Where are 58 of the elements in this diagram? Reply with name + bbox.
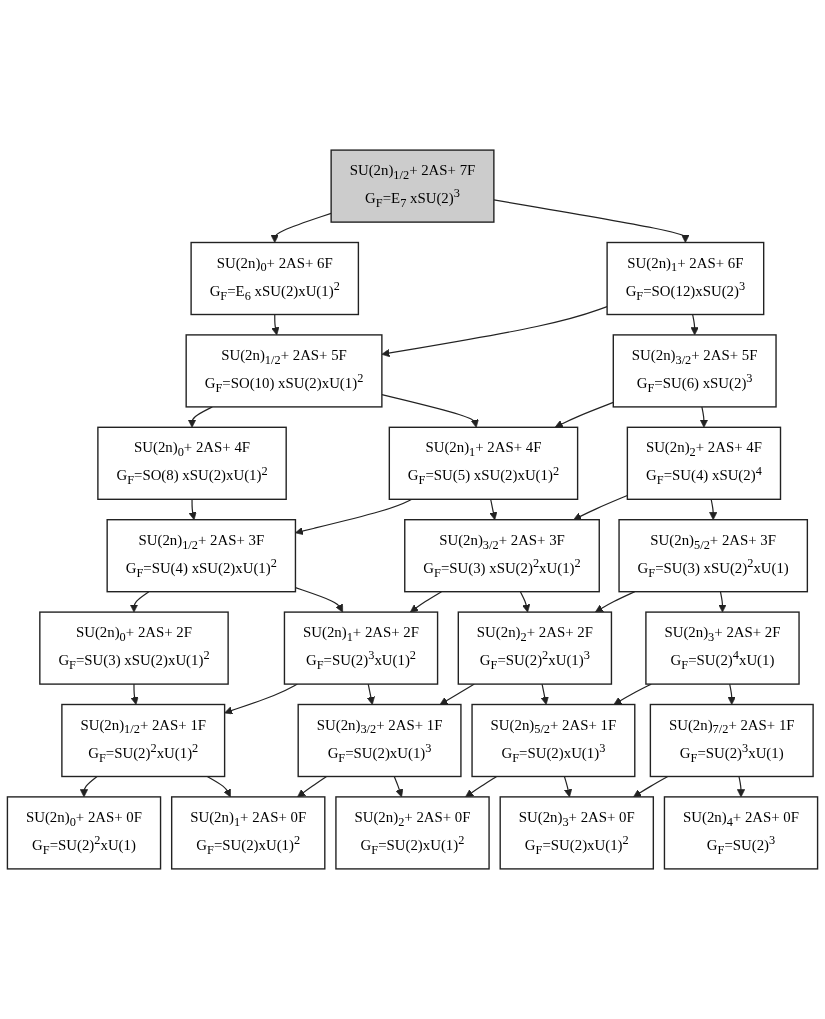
node-box: SU(2n)$_{0}$+ 2AS+ 2F G$_{F}$=SU(3) xSU(2)xU(1)$^{2}$ (39, 611, 229, 685)
arrow (690, 313, 699, 336)
node-box: SU(2n)$_{3/2}$+ 2AS+ 5F G$_{F}$=SU(6) xSU(2)$^{3}$ (612, 334, 777, 408)
arrow (188, 498, 197, 521)
arrow (595, 591, 636, 613)
node-box: SU(2n)$_{3/2}$+ 2AS+ 1F G$_{F}$=SU(2)xU(1)$^{3}$ (297, 703, 462, 778)
arrow (727, 683, 736, 705)
arrow (297, 775, 328, 798)
arrow (393, 775, 404, 798)
node-box: SU(2n)$_{0}$+ 2AS+ 4F G$_{F}$=SO(8) xSU(2)xU(1)$^{2}$ (97, 426, 287, 500)
arrow (563, 775, 573, 798)
arrow (699, 406, 708, 428)
node-box: SU(2n)$_{1}$+ 2AS+ 0F G$_{F}$=SU(2)xU(1)$^{2}$ (170, 796, 326, 870)
node-box: SU(2n)$_{1}$+ 2AS+ 2F G$_{F}$=SU(2)$^{3}$xU(1)$^{2}$ (283, 611, 439, 685)
arrow (709, 498, 718, 521)
node-box: SU(2n)$_{2}$+ 2AS+ 2F G$_{F}$=SU(2)$^{2}$xU(1)$^{3}$ (457, 611, 613, 685)
node-box: SU(2n)$_{4}$+ 2AS+ 0F G$_{F}$=SU(2)$^{3}$ (663, 796, 819, 870)
node-box: SU(2n)$_{3}$+ 2AS+ 2F G$_{F}$=SU(2)$^{4}$xU(1) (645, 611, 800, 685)
node-box: SU(2n)$_{1}$+ 2AS+ 6F G$_{F}$=SO(12)xSU(2)$^{3}$ (606, 241, 765, 316)
node-box: SU(2n)$_{3/2}$+ 2AS+ 3F G$_{F}$=SU(3) xSU(2)$^{2}$xU(1)$^{2}$ (404, 519, 600, 593)
arrow (554, 401, 614, 428)
arrow (633, 775, 669, 798)
arrow (271, 313, 280, 336)
arrow (489, 498, 498, 521)
node-box: SU(2n)$_{1/2}$+ 2AS+ 1F G$_{F}$=SU(2)$^{2}$xU(1)$^{2}$ (61, 703, 226, 778)
node-box: SU(2n)$_{1/2}$+ 2AS+ 3F G$_{F}$=SU(4) xSU(2)xU(1)$^{2}$ (106, 519, 297, 593)
arrow (224, 683, 298, 715)
node-box: SU(2n)$_{1/2}$+ 2AS+ 7F G$_{F}$=E$_{7}$ xSU(2)$^{3}$ (330, 149, 495, 223)
arrow (519, 591, 531, 613)
arrow (573, 494, 628, 521)
arrow (465, 775, 498, 798)
node-box: SU(2n)$_{5/2}$+ 2AS+ 3F G$_{F}$=SU(3) xSU(2)$^{2}$xU(1) (618, 519, 809, 593)
arrow (381, 306, 608, 358)
arrow (79, 775, 98, 798)
arrow (270, 212, 332, 243)
arrow (736, 775, 746, 798)
arrow (130, 683, 139, 705)
arrow (206, 775, 231, 798)
arrow (129, 591, 150, 613)
node-box: SU(2n)$_{1/2}$+ 2AS+ 5F G$_{F}$=SO(10) xSU(2)xU(1)$^{2}$ (185, 334, 383, 408)
arrow (410, 591, 443, 613)
node-box: SU(2n)$_{2}$+ 2AS+ 4F G$_{F}$=SU(4) xSU(2)$^{4}$ (626, 426, 782, 500)
arrow (295, 498, 413, 536)
arrow (187, 406, 213, 428)
arrow (540, 683, 549, 705)
arrow (381, 394, 479, 428)
node-box: SU(2n)$_{0}$+ 2AS+ 0F G$_{F}$=SU(2)$^{2}$xU(1) (6, 796, 162, 870)
node-box: SU(2n)$_{7/2}$+ 2AS+ 1F G$_{F}$=SU(2)$^{3}$xU(1) (649, 703, 814, 778)
arrow (613, 683, 652, 705)
node-box: SU(2n)$_{5/2}$+ 2AS+ 1F G$_{F}$=SU(2)xU(1)$^{3}$ (471, 703, 636, 778)
node-box: SU(2n)$_{1}$+ 2AS+ 4F G$_{F}$=SU(5) xSU(2)xU(1)$^{2}$ (388, 426, 579, 500)
arrow (439, 683, 475, 705)
arrow (366, 683, 375, 705)
arrow (718, 591, 727, 613)
node-box: SU(2n)$_{2}$+ 2AS+ 0F G$_{F}$=SU(2)xU(1)$^{2}$ (335, 796, 490, 870)
node-box: SU(2n)$_{3}$+ 2AS+ 0F G$_{F}$=SU(2)xU(1)$^{2}$ (499, 796, 655, 870)
arrow (493, 199, 690, 243)
node-box: SU(2n)$_{0}$+ 2AS+ 6F G$_{F}$=E$_{6}$ xSU(2)xU(1)$^{2}$ (190, 241, 360, 316)
